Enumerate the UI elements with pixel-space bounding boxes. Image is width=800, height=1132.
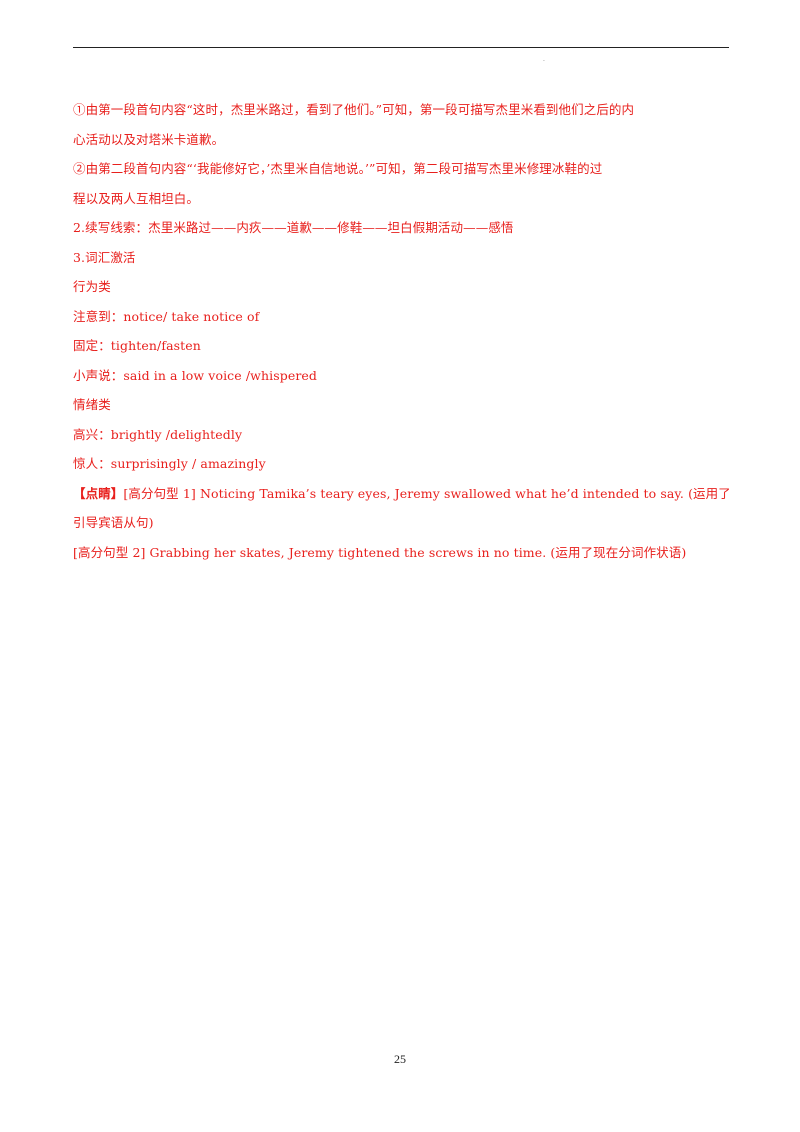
vocab-category-action: 行为类 bbox=[73, 279, 111, 294]
clue-line: 2.续写线索：杰里米路过——内疚——道歉——修鞋——坦白假期活动——感悟 bbox=[73, 220, 514, 235]
highlight-sentence-1: 【点睛】[高分句型 1] Noticing Tamika’s teary eye… bbox=[73, 479, 729, 509]
header-mark: . bbox=[543, 56, 545, 63]
vocab-category-emotion: 情绪类 bbox=[73, 397, 111, 412]
analysis-line-3: ②由第二段首句内容“‘我能修好它，’杰里米自信地说。’”可知，第二段可描写杰里米… bbox=[73, 161, 603, 176]
vocab-item-fasten: 固定：tighten/fasten bbox=[73, 338, 201, 353]
document-body: ①由第一段首句内容“这时，杰里米路过，看到了他们。”可知，第一段可描写杰里米看到… bbox=[73, 95, 729, 567]
highlight-sentence-1-cont: 引导宾语从句) bbox=[73, 515, 154, 530]
analysis-line-4: 程以及两人互相坦白。 bbox=[73, 190, 200, 206]
highlight-sentence-1-text: [高分句型 1] Noticing Tamika’s teary eyes, J… bbox=[123, 485, 729, 501]
highlight-label: 【点睛】 bbox=[73, 485, 124, 501]
vocab-item-surprise: 惊人：surprisingly / amazingly bbox=[73, 456, 266, 471]
vocab-item-notice: 注意到：notice/ take notice of bbox=[73, 308, 260, 324]
analysis-line-1: ①由第一段首句内容“这时，杰里米路过，看到了他们。”可知，第一段可描写杰里米看到… bbox=[73, 102, 635, 117]
highlight-sentence-2: [高分句型 2] Grabbing her skates, Jeremy tig… bbox=[73, 544, 687, 560]
vocab-item-happy: 高兴：brightly /delightedly bbox=[73, 426, 243, 442]
analysis-line-2: 心活动以及对塔米卡道歉。 bbox=[73, 131, 225, 147]
vocab-heading: 3.词汇激活 bbox=[73, 249, 136, 265]
vocab-item-whisper: 小声说：said in a low voice /whispered bbox=[73, 367, 317, 383]
page-number: 25 bbox=[394, 1052, 406, 1066]
header-rule bbox=[73, 47, 729, 48]
